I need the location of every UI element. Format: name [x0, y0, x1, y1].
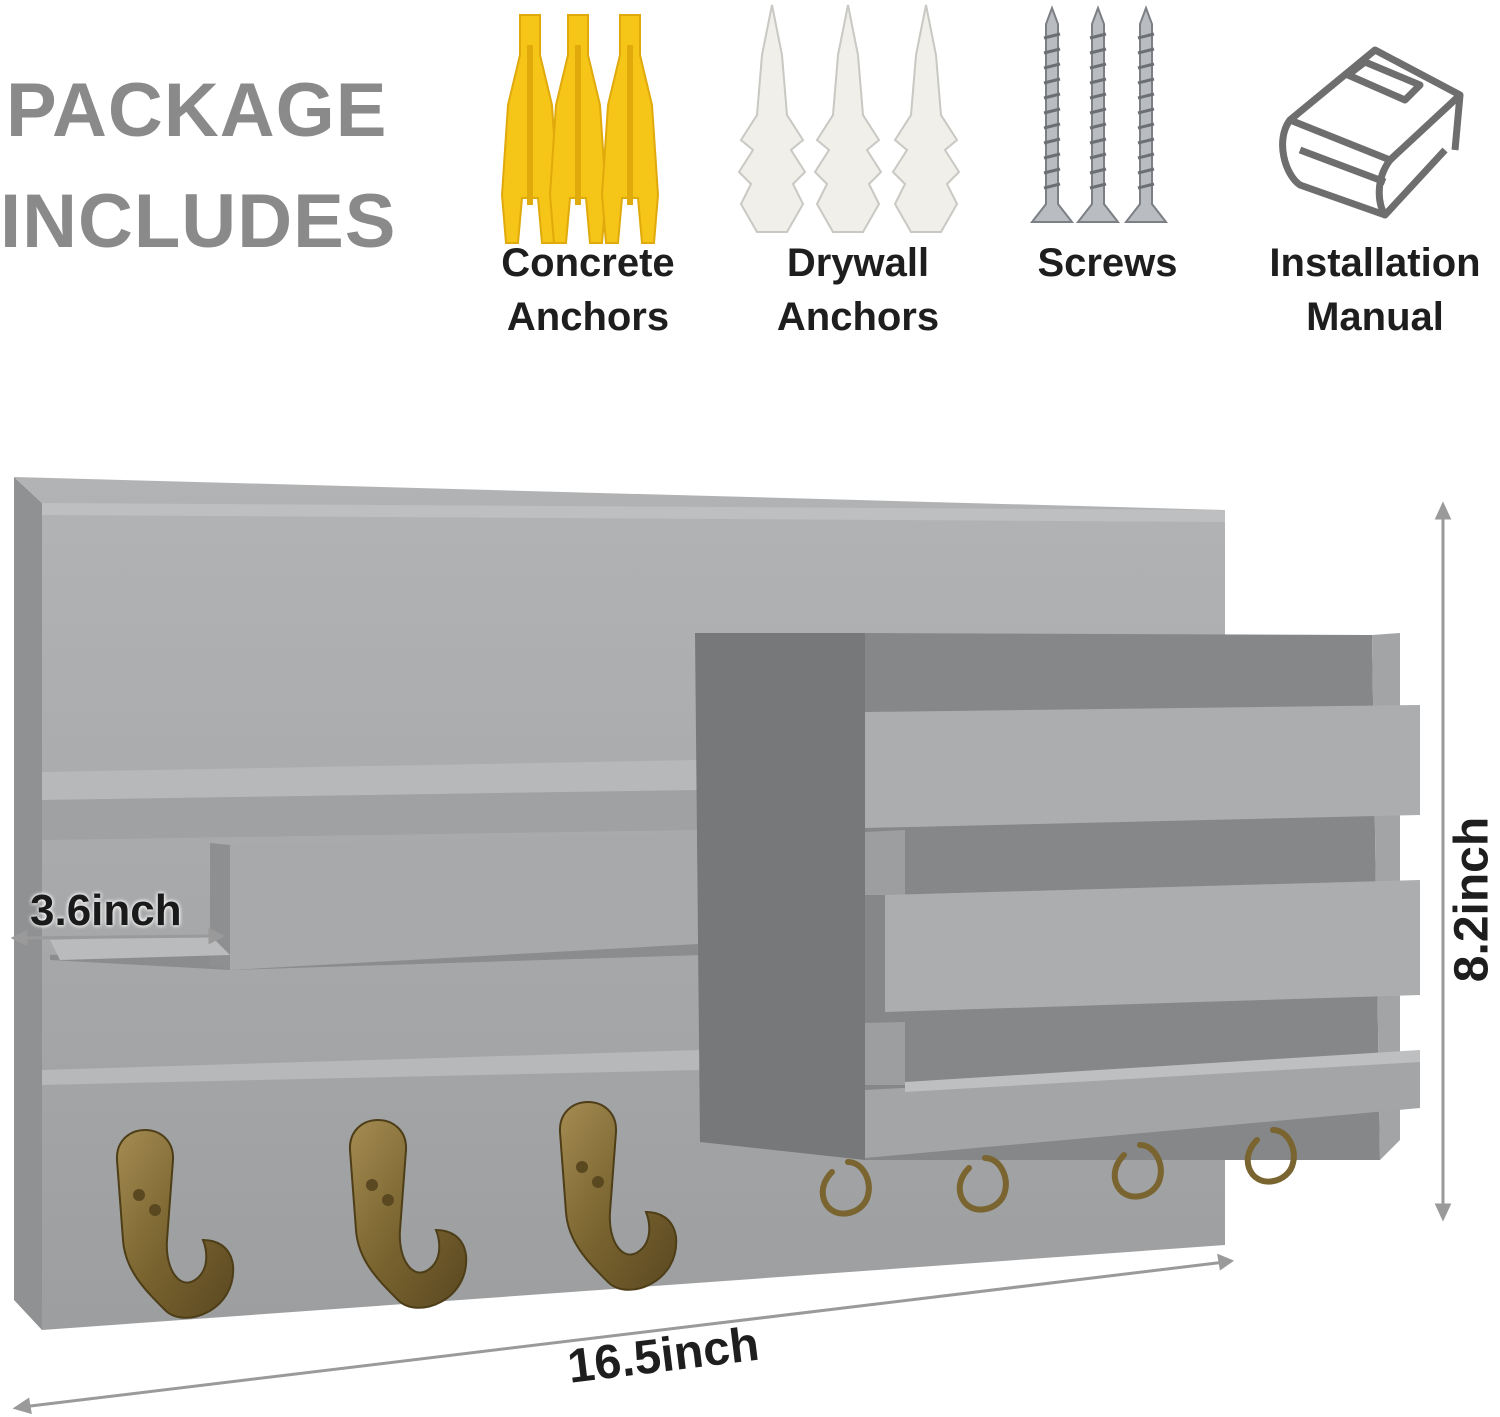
manual-book-icon	[1279, 46, 1464, 219]
item-label-concrete-anchors: Concrete Anchors	[478, 236, 698, 344]
drywall-anchor-icon	[737, 4, 961, 233]
screw-icon	[1029, 5, 1169, 223]
item-label-screws: Screws	[1010, 236, 1205, 290]
right-organizer	[695, 633, 1420, 1160]
item-label-installation-manual: Installation Manual	[1250, 236, 1500, 344]
item-label-line: Installation	[1269, 241, 1481, 285]
heading-includes: INCLUDES	[0, 179, 397, 264]
item-label-line: Screws	[1037, 241, 1178, 285]
item-label-line: Concrete	[501, 241, 675, 285]
item-label-line: Drywall	[786, 241, 930, 285]
dimension-lines	[10, 501, 1452, 1415]
item-label-drywall-anchors: Drywall Anchors	[748, 236, 968, 344]
dimension-height-label: 8.2inch	[1445, 816, 1499, 983]
small-hook-icon	[819, 1127, 1297, 1217]
lower-ledge	[42, 1050, 700, 1085]
item-label-line: Manual	[1306, 295, 1444, 339]
concrete-anchor-icon	[500, 14, 660, 244]
large-hook-icon	[115, 1101, 678, 1319]
upper-ledge	[42, 760, 700, 840]
heading-package: PACKAGE	[6, 68, 388, 153]
item-label-line: Anchors	[776, 295, 940, 339]
dimension-depth-label: 3.6inch	[30, 886, 182, 935]
item-label-line: Anchors	[506, 295, 670, 339]
